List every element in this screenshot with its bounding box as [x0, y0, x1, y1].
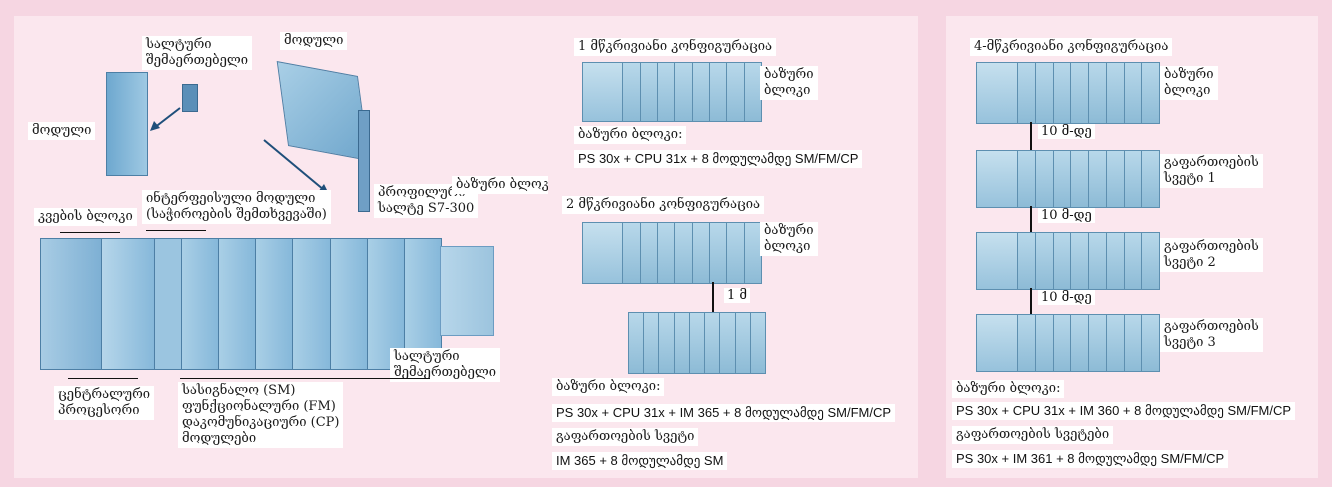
config1-title: 1 მწკრივიანი კონფიგურაცია: [574, 38, 777, 56]
arrow-connector-icon: [150, 107, 181, 131]
signal-module-4: [293, 239, 331, 369]
config4-ext-label-1: გაფართოების სვეტი 1: [1160, 154, 1263, 188]
profile-rail-illustration: [358, 110, 370, 212]
arrow-mount-icon: [263, 139, 330, 196]
interface-module-illustration: [155, 239, 182, 369]
config4-base-spec: PS 30x + CPU 31x + IM 360 + 8 მოდულამდე …: [952, 402, 1296, 420]
signal-module-5: [330, 239, 368, 369]
config2-ext-label: გაფართოების სვეტი: [552, 428, 699, 446]
power-unit-label: კვების ბლოკი: [34, 208, 137, 226]
config2-distance: 1 მ: [724, 288, 751, 303]
config4-ext-spec: PS 30x + IM 361 + 8 მოდულამდე SM/FM/CP: [952, 450, 1229, 468]
config1-rack: [582, 62, 762, 122]
config4-base-label: ბაზური ბლოკი: [1160, 66, 1218, 100]
config4-link-3: [1030, 288, 1032, 314]
config4-title: 4-მწკრივიანი კონფიგურაცია: [970, 38, 1173, 56]
config4-distance-3: 10 მ-დე: [1038, 290, 1095, 305]
interface-module-label: ინტერფეისული მოდული (საჭიროების შემთხვევ…: [142, 190, 331, 224]
config1-base-label: ბაზური ბლოკი: [760, 66, 818, 100]
config2-spec: PS 30x + CPU 31x + IM 365 + 8 მოდულამდე …: [552, 404, 896, 422]
module-label-left: მოდული: [28, 122, 96, 140]
rail-extension-illustration: [440, 246, 494, 336]
config2-ext-spec: IM 365 + 8 მოდულამდე SM: [552, 452, 728, 470]
cpu-module: [102, 239, 155, 369]
config1-label: ბაზური ბლოკი:: [574, 126, 687, 144]
config4-link-2: [1030, 206, 1032, 232]
config4-ext-label-3: გაფართოების სვეტი 3: [1160, 318, 1263, 352]
config4-base-block-label: ბაზური ბლოკი:: [952, 380, 1065, 398]
power-supply-module: [41, 239, 102, 369]
config4-ext-block-label: გაფართოების სვეტები: [952, 426, 1114, 444]
slot-connector-illustration: [182, 84, 198, 112]
config2-link: [712, 282, 714, 312]
config2-base-rack: [582, 222, 762, 284]
interface-bracket: [146, 230, 206, 231]
config4-ext-rack-2: [976, 232, 1160, 290]
config1-spec: PS 30x + CPU 31x + 8 მოდულამდე SM/FM/CP: [574, 150, 863, 168]
cpu-bracket: [68, 378, 138, 379]
cpu-label: ცენტრალური პროცესორი: [54, 386, 155, 420]
config4-distance-1: 10 მ-დე: [1038, 124, 1095, 139]
s7-300-rack-illustration: [40, 238, 442, 370]
config4-base-rack: [976, 62, 1160, 124]
config2-label: ბაზური ბლოკი:: [552, 378, 665, 396]
signal-modules-label: სასიგნალო (SM) ფუნქციონალური (FM) დაკომუ…: [178, 382, 344, 448]
signal-module-2: [219, 239, 257, 369]
signal-module-7: [404, 239, 441, 369]
config2-title: 2 მწკრივიანი კონფიგურაცია: [562, 196, 765, 214]
slot-connector-top-label: სალტური შემაერთებელი: [142, 36, 253, 70]
power-unit-bracket: [60, 232, 120, 233]
config2-extension-rack: [628, 312, 766, 374]
signal-modules-bracket: [180, 378, 430, 379]
config4-ext-rack-3: [976, 314, 1160, 372]
signal-module-6: [367, 239, 405, 369]
module-illustration-small: [106, 72, 148, 176]
signal-module-1: [182, 239, 220, 369]
slot-connector-bottom-label: სალტური შემაერთებელი: [390, 348, 501, 382]
config4-link-1: [1030, 122, 1032, 150]
base-block-label-left: ბაზური ბლოკი:: [452, 176, 565, 194]
module-label-top-right: მოდული: [280, 32, 348, 50]
config4-ext-label-2: გაფართოების სვეტი 2: [1160, 238, 1263, 272]
config2-base-label: ბაზური ბლოკი: [760, 222, 818, 256]
signal-module-3: [256, 239, 294, 369]
config4-distance-2: 10 მ-დე: [1038, 208, 1095, 223]
config4-ext-rack-1: [976, 150, 1160, 208]
